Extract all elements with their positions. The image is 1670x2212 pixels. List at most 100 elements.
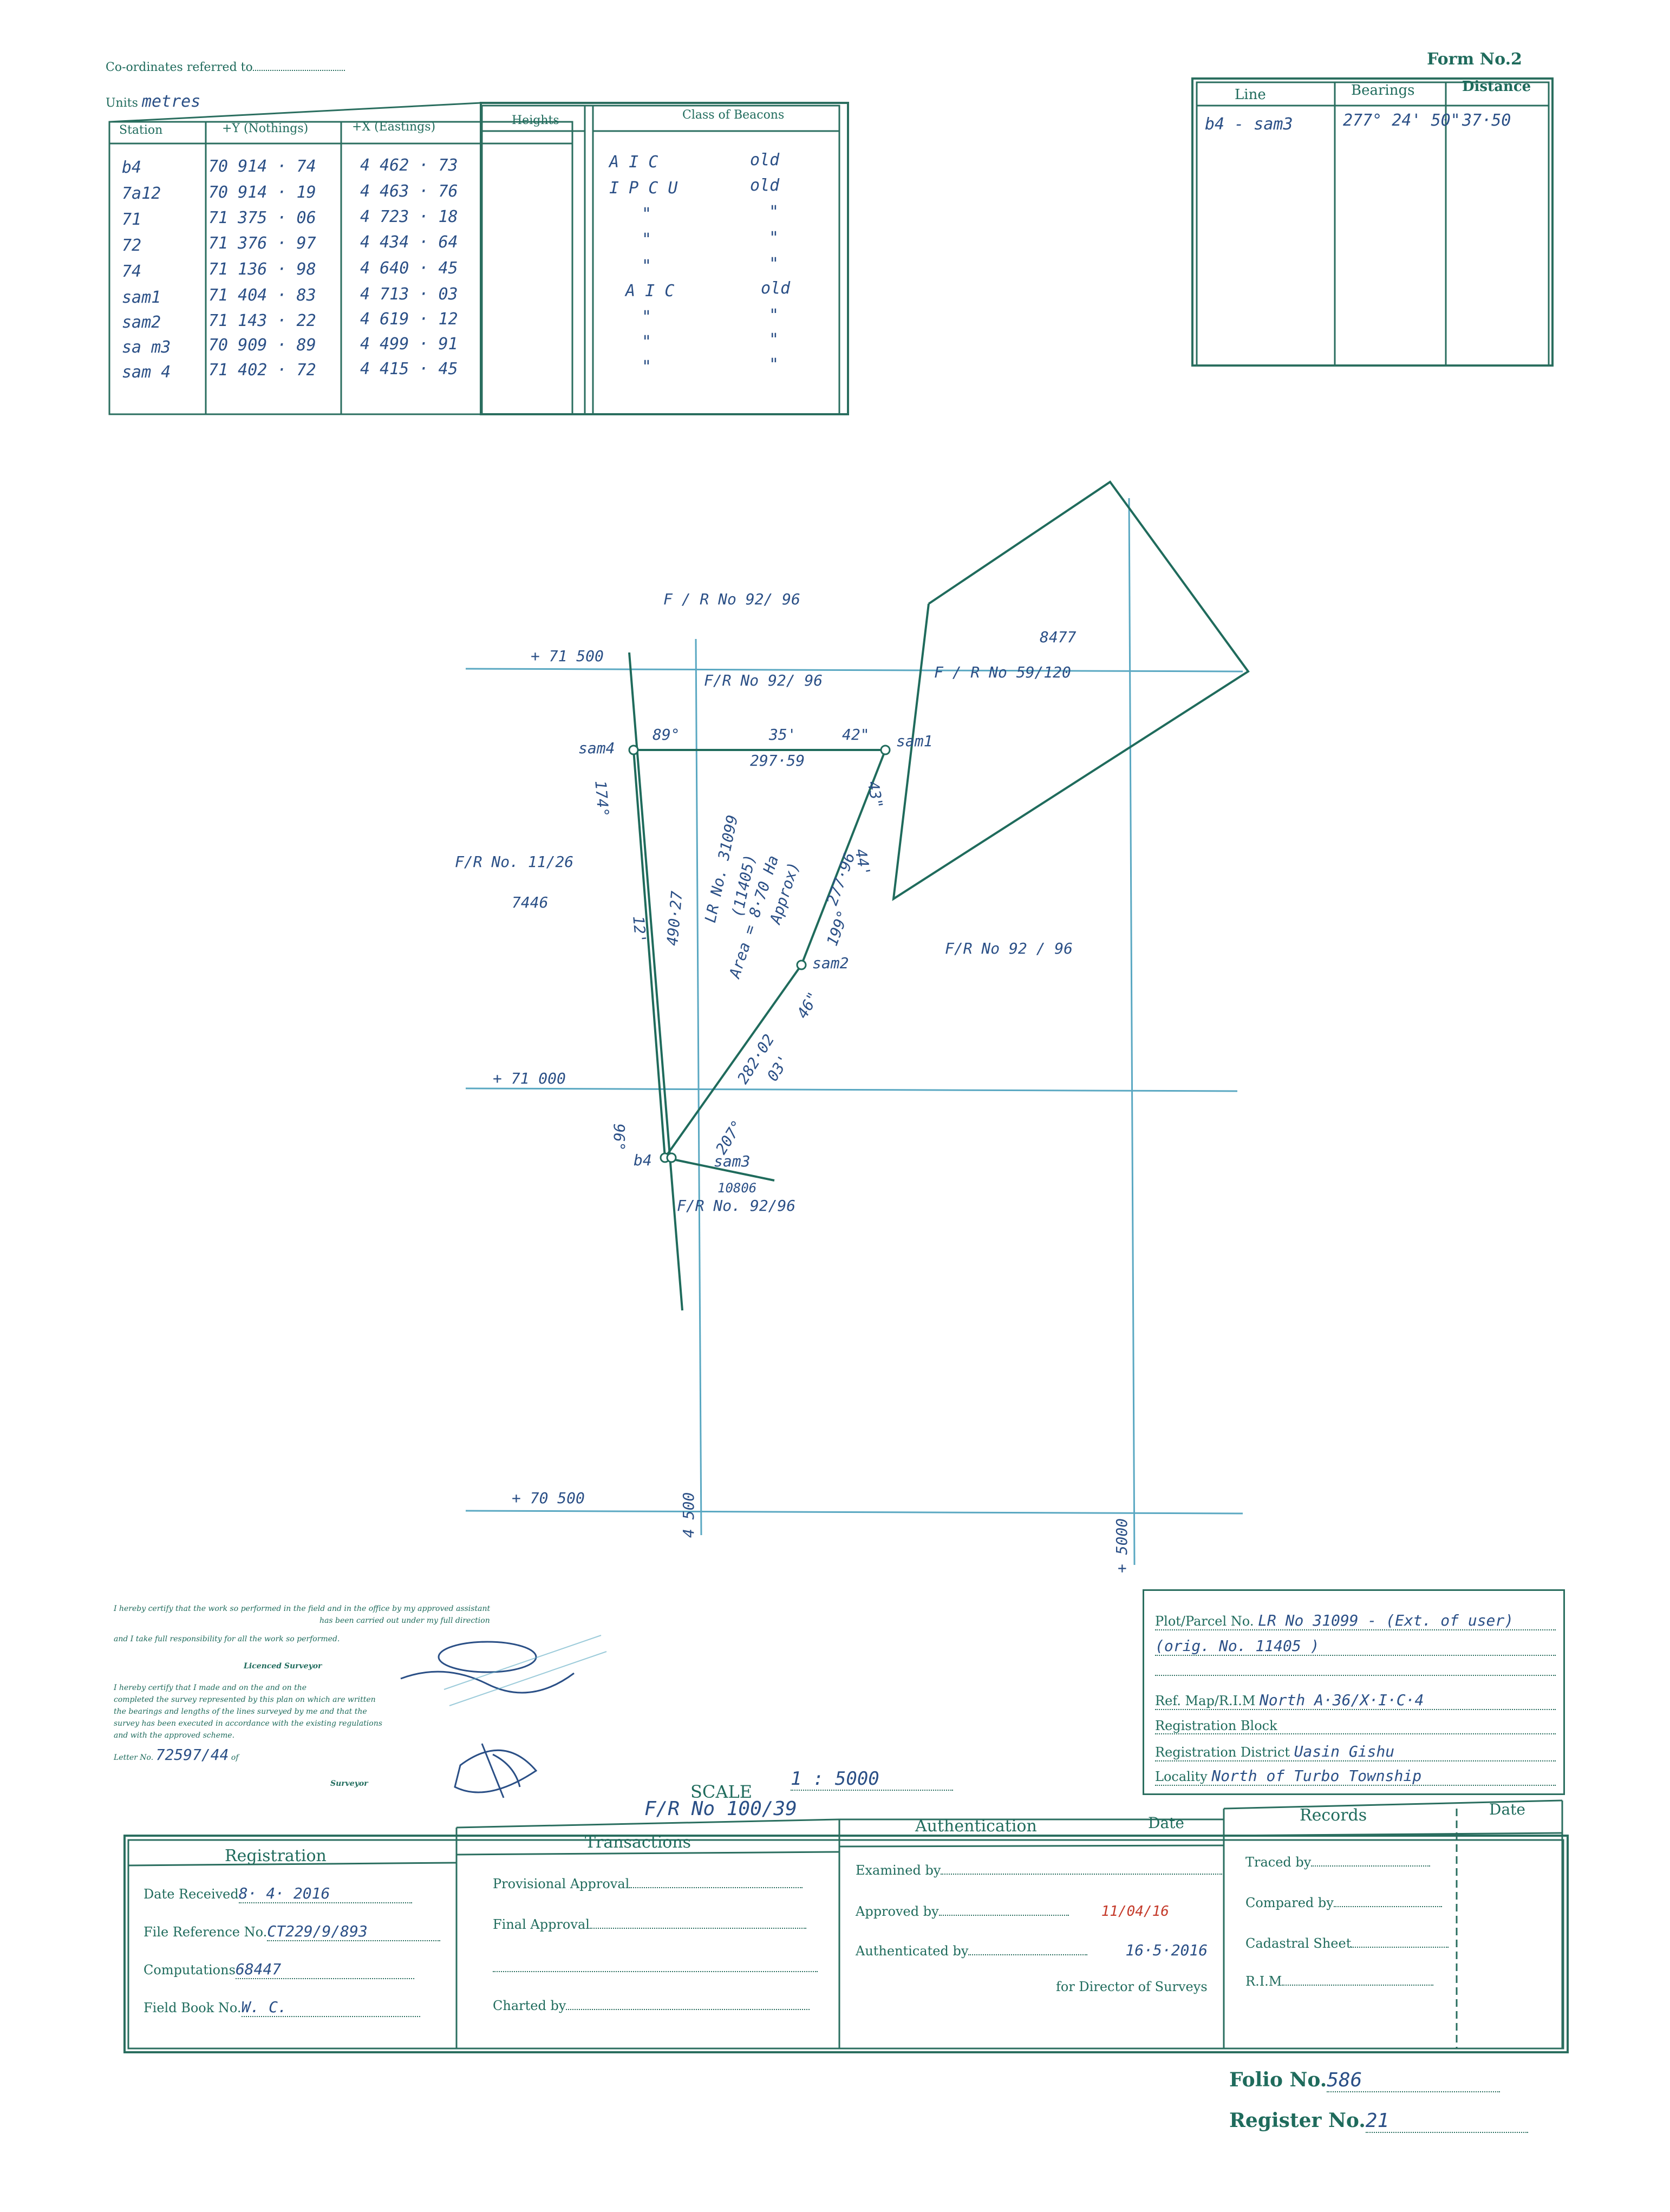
bearing-west-min: 12' bbox=[629, 915, 650, 944]
row-class-a: I P C U bbox=[609, 179, 678, 198]
plot-parcel-value: LR No 31099 - (Ext. of user) bbox=[1258, 1611, 1514, 1629]
folio-value: 586 bbox=[1327, 2069, 1501, 2092]
row-station: 74 bbox=[122, 262, 142, 281]
row-station: 7a12 bbox=[122, 184, 161, 203]
units-value: metres bbox=[141, 92, 201, 111]
records-header: Records bbox=[1300, 1806, 1367, 1825]
bearing-top-sec: 42" bbox=[842, 726, 870, 743]
bottom-table-lines bbox=[123, 1799, 1569, 2053]
beacon-sam4 bbox=[628, 745, 639, 755]
cadastral-sheet-row: Cadastral Sheet bbox=[1245, 1936, 1449, 1951]
licensed-surveyor-label: Licenced Surveyor bbox=[244, 1662, 322, 1671]
row-class-b: " bbox=[769, 229, 779, 247]
coords-table-lines bbox=[108, 102, 849, 415]
fr-label-east: F / R No 59/120 bbox=[934, 663, 1071, 681]
ref-map-row: Ref. Map/R.I.M North A·36/X·I·C·4 bbox=[1155, 1691, 1556, 1710]
scale-value: 1 : 5000 bbox=[791, 1768, 953, 1791]
fr-label-top-2: F/R No 92/ 96 bbox=[704, 671, 823, 689]
parcel-8477-boundary bbox=[892, 480, 1250, 901]
blank-line bbox=[1155, 1669, 1556, 1676]
grid-label-71000: + 71 000 bbox=[493, 1069, 566, 1087]
row-station: b4 bbox=[122, 158, 142, 177]
row-y: 71 404 · 83 bbox=[208, 286, 316, 305]
boundary-west-extension bbox=[628, 652, 683, 1311]
register-row: Register No.21 bbox=[1229, 2109, 1528, 2133]
locality-row: Locality North of Turbo Township bbox=[1155, 1767, 1556, 1786]
registration-header: Registration bbox=[225, 1846, 327, 1865]
parcel-7446-label: 7446 bbox=[512, 893, 549, 911]
row-y: 71 376 · 97 bbox=[208, 234, 316, 253]
boundary-southwest bbox=[664, 964, 803, 1159]
offset-line bbox=[664, 1157, 775, 1182]
coords-table-frame: Station +Y (Nothings) +X (Eastings) Heig… bbox=[108, 92, 850, 417]
row-station: 72 bbox=[122, 236, 142, 255]
row-x: 4 434 · 64 bbox=[360, 233, 458, 252]
station-label-sam2: sam2 bbox=[812, 954, 849, 972]
col-bearing-header: Bearings bbox=[1351, 82, 1415, 99]
beacon-b4 bbox=[666, 1152, 677, 1163]
row-station: sa m3 bbox=[122, 338, 171, 357]
examined-by-row: Examined by bbox=[856, 1863, 1223, 1878]
director-of-surveys-label: for Director of Surveys bbox=[1056, 1979, 1208, 1994]
row-class-a: " bbox=[642, 230, 652, 249]
compared-by-row: Compared by bbox=[1245, 1895, 1442, 1910]
grid-line-71000 bbox=[465, 1087, 1238, 1092]
date-received-value: 8· 4· 2016 bbox=[238, 1884, 412, 1903]
bearing-west-deg: 174° bbox=[591, 780, 612, 818]
signature-stamp-graphic bbox=[400, 1635, 607, 1798]
cert-line-6: the bearings and lengths of the lines su… bbox=[114, 1707, 367, 1716]
register-value: 21 bbox=[1365, 2110, 1528, 2133]
registration-district-row: Registration District Uasin Gishu bbox=[1155, 1743, 1556, 1761]
transactions-header: Transactions bbox=[585, 1833, 692, 1852]
grid-label-70500: + 70 500 bbox=[512, 1489, 585, 1507]
col-distance-header: Distance bbox=[1462, 79, 1531, 95]
blank-transaction-line bbox=[493, 1971, 818, 1972]
cert-line-2: has been carried out under my full direc… bbox=[319, 1616, 490, 1625]
bearing-top-deg: 89° bbox=[653, 726, 680, 743]
parcel-10806-label: 10806 bbox=[717, 1180, 757, 1196]
row-class-b: old bbox=[750, 151, 780, 169]
row-x: 4 723 · 18 bbox=[360, 207, 458, 226]
row-class-a: " bbox=[642, 332, 652, 351]
row-x: 4 713 · 03 bbox=[360, 285, 458, 304]
row-class-a: " bbox=[642, 257, 652, 276]
beacon-sam2 bbox=[796, 960, 807, 970]
row-x: 4 415 · 45 bbox=[360, 360, 458, 379]
row-class-b: old bbox=[761, 279, 791, 298]
bearing-row-line: b4 - sam3 bbox=[1205, 115, 1293, 134]
col-class-header: Class of Beacons bbox=[682, 108, 785, 122]
computations-value: 68447 bbox=[235, 1960, 414, 1979]
row-y: 71 143 · 22 bbox=[208, 311, 316, 330]
fr-label-top: F / R No 92/ 96 bbox=[663, 590, 800, 608]
bearing-short-b4: 96° bbox=[610, 1124, 628, 1151]
row-class-b: " bbox=[769, 330, 779, 349]
row-class-b: " bbox=[769, 203, 779, 221]
scale-label: SCALE bbox=[690, 1782, 753, 1802]
cert-line-3: and I take full responsibility for all t… bbox=[114, 1635, 340, 1643]
row-x: 4 462 · 73 bbox=[360, 156, 458, 175]
row-y: 70 914 · 74 bbox=[208, 157, 316, 176]
row-x: 4 619 · 12 bbox=[360, 310, 458, 329]
plot-parcel-row: Plot/Parcel No. LR No 31099 - (Ext. of u… bbox=[1155, 1611, 1556, 1630]
station-label-sam4: sam4 bbox=[578, 739, 615, 757]
surveyor-label: Surveyor bbox=[330, 1779, 368, 1788]
row-class-b: " bbox=[769, 306, 779, 325]
row-station: 71 bbox=[122, 210, 142, 229]
row-class-a: " bbox=[642, 308, 652, 327]
approved-date-value: 11/04/16 bbox=[1101, 1903, 1169, 1920]
row-class-a: A I C bbox=[609, 153, 658, 172]
letter-no-value: 72597/44 bbox=[155, 1746, 229, 1764]
file-reference-value: CT229/9/893 bbox=[267, 1922, 441, 1941]
beacon-sam1 bbox=[880, 745, 891, 755]
authentication-header: Authentication bbox=[915, 1817, 1037, 1836]
date-received-row: Date Received8· 4· 2016 bbox=[143, 1884, 412, 1903]
computations-row: Computations68447 bbox=[143, 1960, 414, 1979]
row-x: 4 640 · 45 bbox=[360, 259, 458, 278]
final-approval-row: Final Approval bbox=[493, 1917, 806, 1932]
parcel-8477-label: 8477 bbox=[1040, 628, 1077, 646]
provisional-approval-row: Provisional Approval bbox=[493, 1876, 803, 1891]
folio-row: Folio No.586 bbox=[1229, 2069, 1501, 2092]
col-line-header: Line bbox=[1235, 87, 1266, 103]
station-label-sam3: sam3 bbox=[714, 1152, 751, 1170]
